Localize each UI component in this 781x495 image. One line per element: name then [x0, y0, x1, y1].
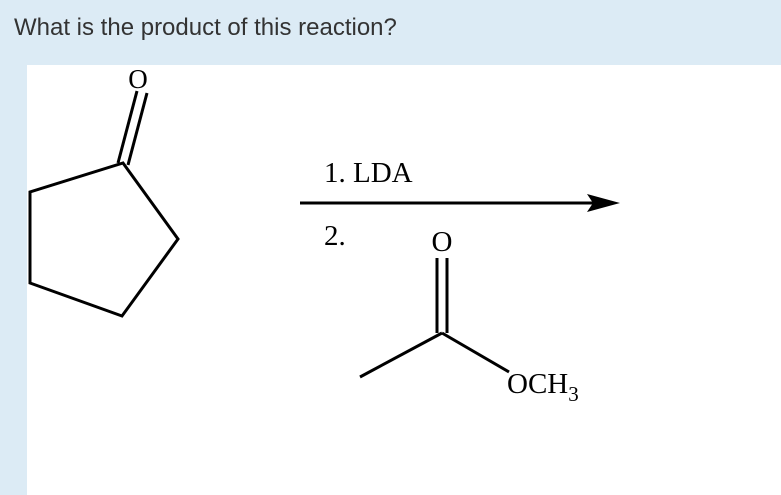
ester-och3-label: OCH3	[507, 368, 579, 406]
arrowhead	[587, 194, 620, 212]
methyl-bond	[359, 331, 443, 379]
reaction-scheme: O 1. LDA 2. O OCH3	[27, 65, 781, 495]
cyclopentane-ring	[28, 161, 180, 318]
cyclopentanone-structure	[28, 90, 180, 318]
question-text: What is the product of this reaction?	[14, 14, 397, 41]
carbonyl-double-bond-a	[116, 90, 139, 164]
methyl-acetate-structure	[359, 258, 510, 379]
reagent-step-1: 1. LDA	[324, 157, 413, 189]
carbonyl-double-bond-b	[126, 92, 149, 166]
reaction-svg: O 1. LDA 2. O OCH3	[28, 65, 620, 406]
reagent-step-2: 2.	[324, 220, 346, 252]
ester-subscript-3: 3	[568, 382, 579, 406]
ester-carbonyl-oxygen-label: O	[432, 226, 453, 258]
ester-och-text: OCH	[507, 368, 568, 400]
reaction-arrow	[300, 194, 620, 212]
reactant-oxygen-label: O	[128, 65, 148, 94]
ester-oxygen-bond	[441, 331, 510, 374]
